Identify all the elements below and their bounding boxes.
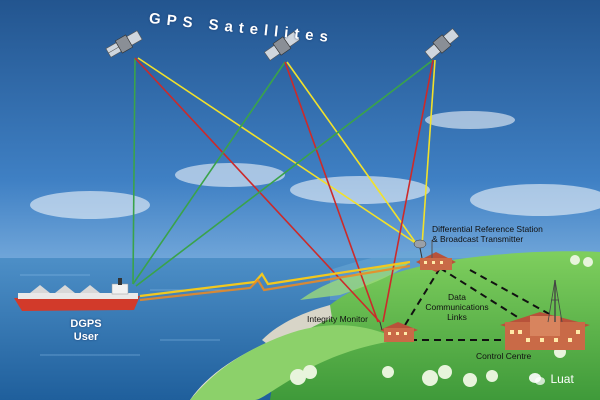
- integrity-monitor-icon: [379, 321, 418, 342]
- clouds: [30, 111, 600, 219]
- land: [270, 251, 600, 400]
- integrity-monitor-label: Integrity Monitor: [307, 314, 368, 324]
- signal-green-s2-ship: [132, 61, 286, 285]
- signal-yellow-s1-station: [137, 57, 421, 247]
- dgps-user-label-line2: User: [73, 331, 99, 343]
- reference-station-label: Differential Reference Station & Broadca…: [432, 224, 543, 244]
- reference-station-label-line1: Differential Reference Station: [432, 224, 543, 234]
- data-links-label-line1: Data: [448, 292, 466, 302]
- data-links-label-line3: Links: [447, 312, 467, 322]
- chat-icon: [529, 372, 545, 385]
- satellite-icon: [105, 30, 143, 58]
- satellite-icon: [424, 28, 460, 60]
- signal-yellow-s3-station: [421, 59, 436, 247]
- signal-red-s2-monitor: [284, 61, 379, 323]
- signal-yellow-s2-station: [286, 61, 419, 247]
- reference-station-label-line2: & Broadcast Transmitter: [432, 234, 524, 244]
- headland: [190, 325, 400, 400]
- broadcast-beam: [139, 260, 411, 302]
- signal-green-s3-ship: [135, 59, 434, 287]
- ship-icon: [14, 278, 140, 311]
- data-communication-links: [401, 267, 561, 341]
- control-centre-icon: [500, 279, 590, 350]
- data-links-label-line2: Communications: [425, 302, 489, 312]
- dgps-user-label: DGPS User: [56, 318, 116, 344]
- watermark-text: Luat: [550, 372, 574, 386]
- control-centre-label: Control Centre: [476, 351, 532, 361]
- watermark: Luat: [528, 370, 598, 394]
- reference-station-icon: [413, 239, 456, 272]
- signal-red-s3-monitor: [382, 59, 434, 323]
- dgps-user-label-line1: DGPS: [70, 318, 102, 330]
- signal-green-s1-ship: [132, 57, 136, 285]
- satellite-icon: [263, 31, 301, 61]
- data-links-label: Data Communications Links: [422, 292, 492, 322]
